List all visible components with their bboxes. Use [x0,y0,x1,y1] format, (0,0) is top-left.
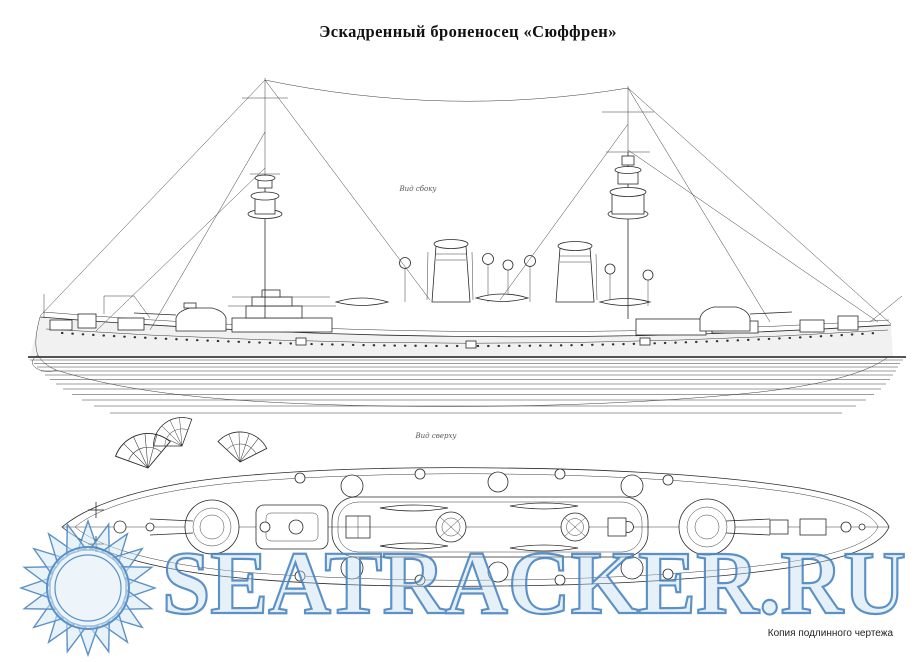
sun-logo-icon [20,520,156,656]
bow-fittings [43,294,151,331]
forward-bridge [228,289,336,333]
plan-conning-tower [288,519,304,535]
grating-fans [111,408,269,476]
plan-hatches [345,515,866,539]
aft-turret [699,306,793,332]
side-view-drawing: Вид сбоку [28,78,906,414]
watermark: SEATRACKER.RU [20,520,907,656]
funnel-1 [426,239,474,303]
rigging [39,79,892,332]
plan-side-turrets [294,468,674,586]
plan-superstructure [331,496,649,558]
drawing-caption: Копия подлинного чертежа [768,628,894,639]
plan-bow-gear [88,502,155,552]
ventilators [399,253,654,306]
ship-boats [334,293,652,306]
fore-turret [133,302,227,332]
drawing-title: Эскадренный броненосец «Сюффрен» [319,22,617,41]
plan-view-label: Вид сверху [415,432,458,440]
stern-fittings [799,295,903,333]
watermark-text: SEATRACKER.RU [162,534,906,633]
side-view-label: Вид сбоку [399,185,438,193]
plan-funnels [435,511,590,543]
funnel-2 [555,241,598,303]
waterline-grid [30,359,903,414]
plan-aft-turret [678,498,771,556]
plan-boats [379,502,579,552]
plan-fore-mast [259,521,271,533]
plan-view-drawing: Вид сверху [61,408,890,587]
plan-fore-turret [149,499,240,555]
fore-mast [242,78,288,318]
main-mast [602,86,654,319]
porthole-row [60,331,878,348]
